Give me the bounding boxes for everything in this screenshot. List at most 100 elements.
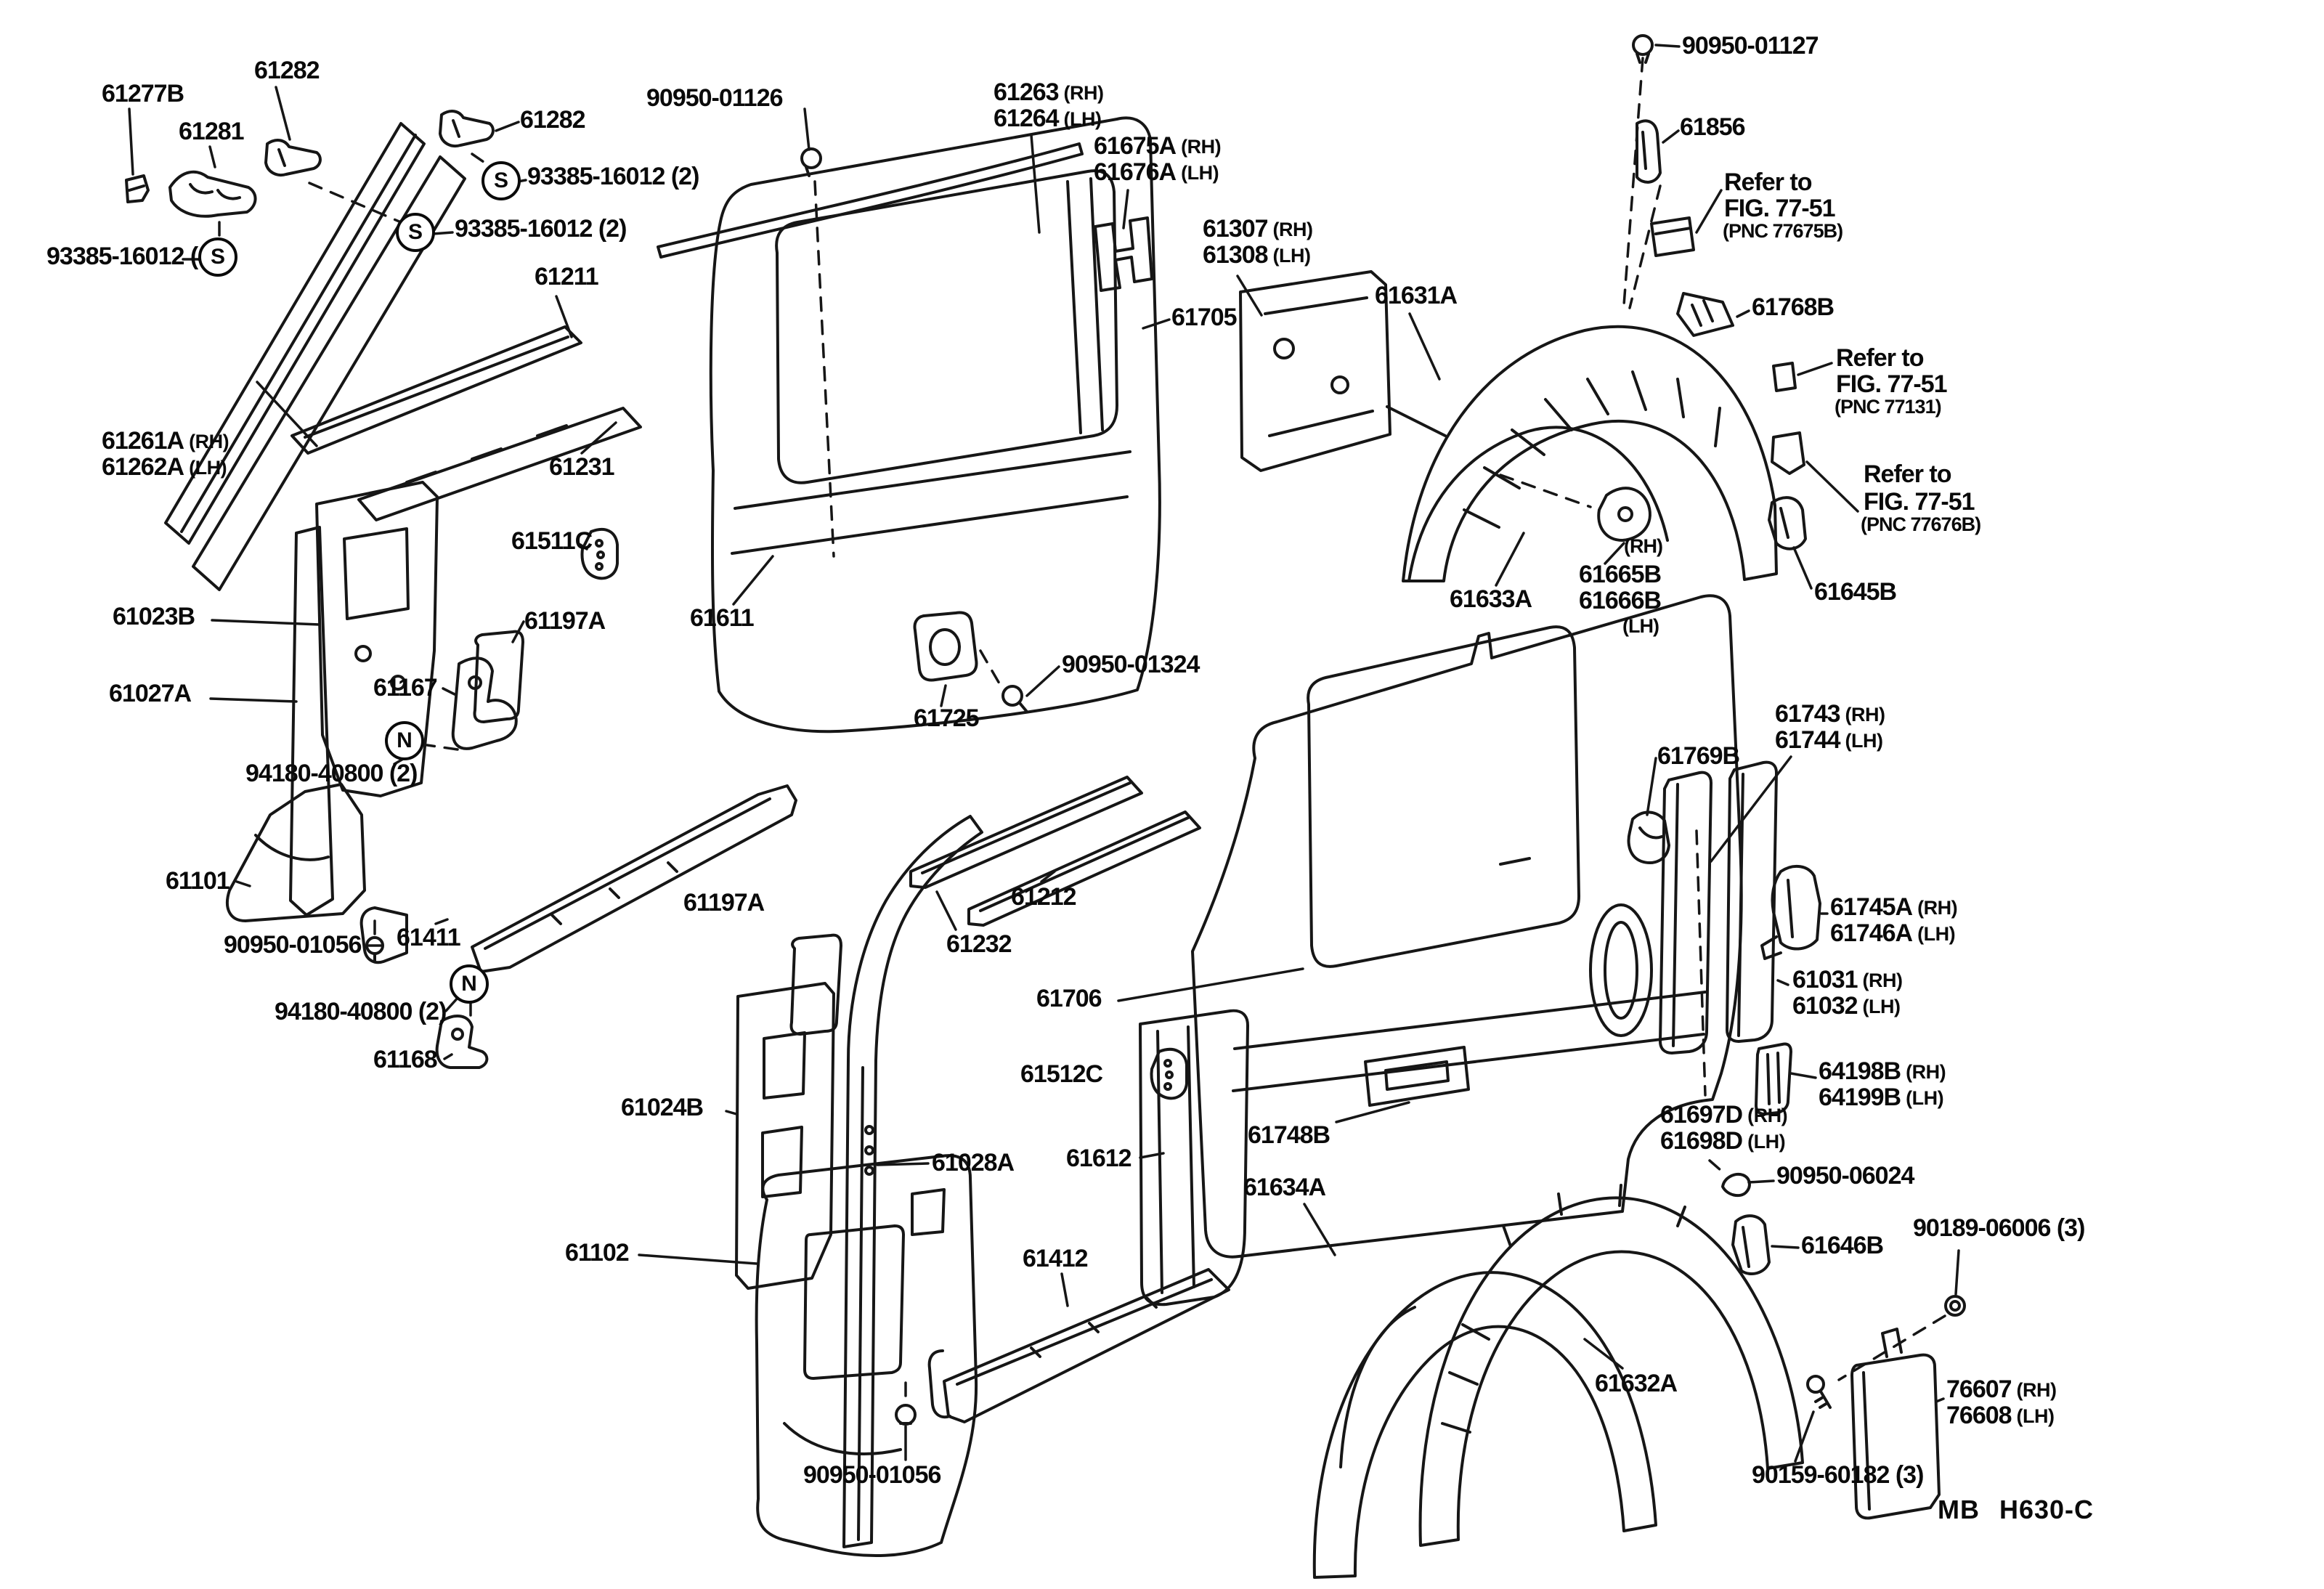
dashed-lines: [218, 57, 1946, 1405]
part-shape-61232: [909, 776, 1143, 889]
part-shape-61611-segment: [731, 177, 1131, 555]
part-shape-61028A-segment: [864, 1166, 874, 1176]
part-number-text: 90950-01056: [224, 931, 362, 959]
part-shape-61307-segment: [1239, 270, 1391, 472]
part-shape-61102-segment: [783, 1188, 946, 1455]
part-shape-61168: [435, 1015, 489, 1069]
part-label-61197A-b: 61197A: [683, 890, 765, 917]
part-shape-61232-segment: [909, 776, 1143, 889]
part-number-text: 61102: [565, 1239, 630, 1267]
part-label-61511C: 61511C: [511, 528, 593, 555]
part-number-text: 90950-01127: [1682, 32, 1819, 60]
part-shape-61412: [927, 1268, 1230, 1423]
part-shape-61748B: [1364, 1046, 1470, 1107]
part-shape-90950-01056-b: [895, 1404, 917, 1426]
part-label-61412: 61412: [1023, 1245, 1089, 1272]
part-number-text: 61725: [914, 704, 980, 732]
part-shape-90189-06006: [1944, 1295, 1966, 1317]
part-shape-61612-panel-segment: [1232, 857, 1707, 1092]
part-number-text: 61743: [1775, 700, 1841, 728]
part-shape-61725: [913, 611, 978, 682]
part-shape-61743-segment: [1659, 771, 1712, 1054]
hand-suffix: (LH): [1747, 1131, 1786, 1153]
hand-suffix: (LH): [1906, 1087, 1944, 1109]
part-shape-90950-01127-segment: [1632, 34, 1654, 56]
part-label-61634A: 61634A: [1243, 1174, 1326, 1201]
part-shape-61282-top-segment: [264, 139, 322, 176]
part-shape-61634A-segment: [1418, 1196, 1804, 1547]
part-shape-61307-segment: [1273, 338, 1295, 359]
part-shape-61632A: [1312, 1271, 1657, 1579]
part-shape-64198B: [1755, 1042, 1792, 1115]
part-number-text: 61856: [1680, 113, 1746, 141]
part-number-text: 93385-16012 (2): [527, 163, 699, 190]
fastener-marker-N: N: [385, 721, 424, 760]
part-shape-61028A: [842, 815, 983, 1548]
part-number-text: 61282: [520, 106, 586, 134]
part-shape-61261A-segment: [192, 155, 466, 591]
part-shape-61023B-segment: [343, 527, 410, 620]
hand-suffix: (RH): [1917, 897, 1958, 919]
part-label-61768B: 61768B: [1752, 293, 1835, 321]
part-shape-61631A-segment: [1386, 405, 1447, 437]
part-shape-61511C-segment: [580, 527, 619, 580]
part-number-text: 61261A: [102, 427, 184, 455]
part-label-61665B-rh: (RH): [1624, 536, 1663, 556]
part-label-90950-01127: 90950-01127: [1682, 33, 1819, 60]
leader-lines: [128, 44, 1960, 1463]
part-shape-61634A-segment: [1441, 1184, 1686, 1434]
fastener-marker-S: S: [198, 237, 237, 277]
part-label-refer2-b: FIG. 77-51: [1836, 371, 1948, 398]
part-shape-61612-panel-segment: [1307, 625, 1580, 968]
part-label-94180-40800-b: 94180-40800 (2): [275, 999, 447, 1025]
part-number-text: 61665B: [1579, 561, 1662, 588]
hand-suffix: (LH): [2016, 1405, 2055, 1427]
part-number-text: 61411: [397, 924, 461, 951]
part-label-61646B: 61646B: [1801, 1232, 1884, 1259]
part-label-61675A: 61675A(RH): [1094, 133, 1222, 160]
part-shape-61632A-segment: [1312, 1271, 1657, 1579]
part-label-61101: 61101: [166, 868, 230, 895]
part-shape-61768B: [1676, 292, 1734, 337]
part-number-text: 61412: [1023, 1245, 1089, 1272]
hand-suffix: (RH): [1845, 704, 1885, 726]
part-label-93385-16012-2a: 93385-16012 (2): [527, 163, 699, 190]
part-shape-90950-01324-segment: [1018, 702, 1028, 713]
part-shape-61612-panel-segment: [1191, 594, 1743, 1259]
part-label-94180-40800-a: 94180-40800 (2): [245, 760, 418, 787]
part-number-text: 61666B: [1579, 587, 1662, 614]
part-shape-pnc77675B: [1650, 216, 1695, 257]
part-number-text: 61768B: [1752, 293, 1835, 321]
part-number-text: 61631A: [1375, 282, 1458, 309]
dashed-lines-segment: [218, 57, 1946, 1405]
part-shape-61411: [359, 784, 797, 973]
part-label-64199B: 64199B(LH): [1819, 1084, 1944, 1111]
part-number-text: 61512C: [1020, 1060, 1103, 1088]
part-shape-61645B: [1768, 496, 1807, 550]
hand-suffix: (LH): [189, 457, 227, 479]
part-shape-61023B: [289, 481, 439, 917]
part-label-refer3-c: (PNC 77676B): [1861, 513, 1981, 535]
part-number-text: 61023B: [113, 603, 195, 630]
part-label-61632A: 61632A: [1595, 1370, 1678, 1397]
figure-code: MB H630-C: [1938, 1495, 2095, 1524]
part-label-90950-01056-b: 90950-01056: [803, 1462, 941, 1489]
part-number-text: 61263: [994, 78, 1060, 106]
part-shape-61023B-segment: [289, 526, 334, 917]
part-label-61725: 61725: [914, 704, 980, 732]
part-number-text: (PNC 77676B): [1861, 513, 1981, 535]
part-shape-61856-segment: [1636, 119, 1662, 184]
part-label-refer3-b: FIG. 77-51: [1864, 489, 1975, 516]
part-label-refer2-a: Refer to: [1836, 345, 1924, 372]
hand-suffix: (LH): [1181, 162, 1219, 184]
part-shape-61261A-segment: [180, 134, 417, 533]
part-shape-61675A-segment: [1094, 216, 1153, 292]
part-shape-61665B-segment: [1597, 487, 1651, 542]
part-shape-61611: [709, 116, 1161, 733]
part-shape-61665B: [1597, 487, 1651, 542]
part-number-text: 61705: [1171, 304, 1238, 331]
part-shape-61631A-segment: [1407, 426, 1669, 582]
hand-suffix: (RH): [1181, 136, 1222, 158]
